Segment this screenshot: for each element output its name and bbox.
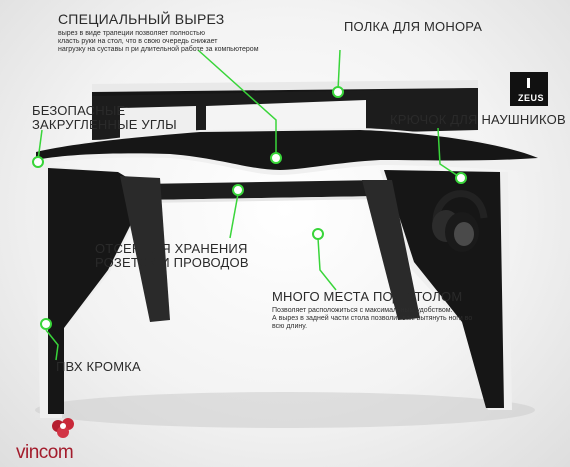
rear-leg-right <box>362 180 420 320</box>
cutout-title: СПЕЦИАЛЬНЫЙ ВЫРЕЗ <box>58 11 225 27</box>
callout-dot-shelf <box>332 86 344 98</box>
vincom-logo-mark <box>52 418 74 438</box>
vincom-brand-text: vincom <box>16 442 74 463</box>
left-leg <box>48 168 148 414</box>
headphone-hook-label: КРЮЧОК ДЛЯ НАУШНИКОВ <box>390 112 566 127</box>
storage-label-line-1: ОТСЕК ДЛЯ ХРАНЕНИЯ <box>95 241 248 256</box>
zeus-logo-mark <box>527 78 530 88</box>
callout-line-hook <box>437 127 459 177</box>
legroom-desc-line-2: А вырез в задней части стола позволит ва… <box>272 315 473 322</box>
callout-line-storage <box>229 193 239 239</box>
callout-lines <box>37 49 459 361</box>
legroom-desc-line-3: всю длину. <box>272 323 308 330</box>
headphones <box>432 190 488 252</box>
callout-dots <box>32 86 467 330</box>
monitor-shelf-label: ПОЛКА ДЛЯ МОНОРА <box>344 19 483 34</box>
callout-dot-legroom <box>312 228 324 240</box>
callout-dot-corners <box>32 156 44 168</box>
callout-dot-storage <box>232 184 244 196</box>
callout-line-legroom <box>317 237 337 291</box>
desktop-surface <box>36 130 538 170</box>
callout-line-shelf <box>337 49 341 91</box>
cutout-desc-line-1: вырез в виде трапеции позволяет полность… <box>58 30 206 37</box>
legroom-desc-line-1: Позволяет расположиться с максимальным у… <box>272 307 453 314</box>
callout-line-corners <box>37 129 43 161</box>
callout-line-cutout <box>197 49 277 156</box>
cutout-desc-line-2: класть руки на стол, что в свою очередь … <box>58 38 218 45</box>
cable-tray <box>140 180 384 200</box>
rear-leg-left <box>120 176 170 322</box>
storage-label-line-2: РОЗЕТОК И ПРОВОДОВ <box>95 255 249 270</box>
legroom-title: МНОГО МЕСТА ПОД СТОЛОМ <box>272 289 463 304</box>
callout-dot-pvc <box>40 318 52 330</box>
zeus-logo-block <box>510 72 548 106</box>
callout-dot-cutout <box>270 152 282 164</box>
callout-line-pvc <box>45 329 59 361</box>
zeus-logo-text: ZEUS <box>518 93 545 103</box>
safe-corners-label-line-1: БЕЗОПАСНЫЕ <box>32 103 126 118</box>
floor-shadow <box>35 392 535 428</box>
callout-dot-hook <box>455 172 467 184</box>
cable-tray-edge <box>144 196 384 203</box>
safe-corners-label-line-2: ЗАКРУГЛЕННЫЕ УГЛЫ <box>32 117 177 132</box>
cutout-desc-line-3: нагрузку на суставы п ри длительной рабо… <box>58 46 259 53</box>
pvc-edge-label: ПВХ КРОМКА <box>56 359 141 374</box>
